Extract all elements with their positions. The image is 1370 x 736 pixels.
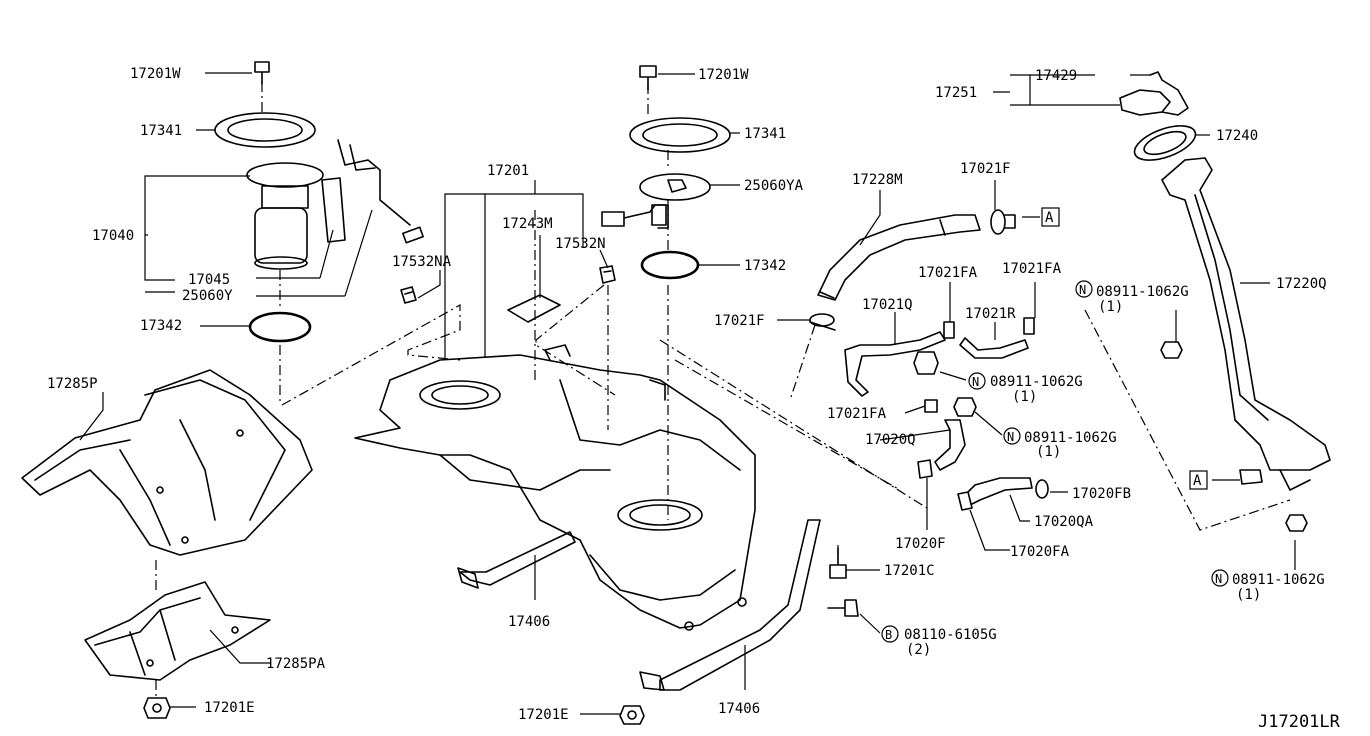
svg-text:N: N [972,375,979,389]
callout-17045: 17045 [188,272,230,288]
callout-08911-d: 08911-1062G [1232,572,1325,588]
callout-17021fa-a: 17021FA [918,265,978,281]
callout-08110: 08110-6105G [904,627,997,643]
callout-labels: 17201W 17341 17040 17045 25060Y 17342 17… [47,66,1327,723]
callout-17201: 17201 [487,163,529,179]
callout-17341-left: 17341 [140,123,182,139]
callout-17406-b: 17406 [718,701,760,717]
callout-08911-c-qty: (1) [1036,444,1061,460]
callout-08911-a: 08911-1062G [1096,284,1189,300]
callout-17020fb: 17020FB [1072,486,1131,502]
filler-hose-17228m-icon [817,214,981,301]
callout-17240: 17240 [1216,128,1258,144]
heat-shield-17285p-icon [21,369,313,556]
callout-17532n: 17532N [555,236,606,252]
sender-group [601,65,731,280]
callout-17020fa: 17020FA [1010,544,1070,560]
clip-17532na-icon [400,286,417,304]
callout-17342-center: 17342 [744,258,786,274]
label-sheet-17243m-icon [507,294,561,323]
callout-17243m: 17243M [502,216,553,232]
hose-17020qa-icon [964,477,1033,506]
circled-markers: N N N N B [881,280,1229,643]
callout-17021f-mid: 17021F [714,313,765,329]
svg-text:A: A [1193,473,1202,489]
callout-17021r: 17021R [965,306,1016,322]
callout-17021fa-b: 17021FA [1002,261,1062,277]
svg-text:A: A [1045,210,1054,226]
clamp-17020f-icon [917,459,933,479]
svg-text:N: N [1215,572,1222,586]
fuel-level-sender-25060ya-icon [601,173,711,229]
o-ring-17342-center-icon [640,250,700,280]
callout-17020q: 17020Q [865,432,916,448]
bolt-17201c-icon [829,547,847,579]
bolt-17201w-left-icon [254,61,270,85]
callout-17341-center: 17341 [744,126,786,142]
callout-17406-a: 17406 [508,614,550,630]
callout-17201e-bottom: 17201E [518,707,569,723]
callout-17020qa: 17020QA [1034,514,1094,530]
ref-marker-a-bottom: A [1189,470,1208,490]
clamp-17021f-top-icon [990,209,1016,235]
callout-17021fa-c: 17021FA [827,406,887,422]
callout-17429: 17429 [1035,68,1077,84]
callout-08911-c: 08911-1062G [1024,430,1117,446]
callout-08911-b-qty: (1) [1012,389,1037,405]
callout-17201c: 17201C [884,563,935,579]
nut-17201e-bottom-icon [619,705,645,725]
callout-17220q: 17220Q [1276,276,1327,292]
hose-17020q-icon [934,419,966,471]
heat-shield-17285pa-icon [84,581,271,681]
lock-ring-17341-center-icon [629,117,731,153]
callout-17285p: 17285P [47,376,98,392]
callout-08911-b: 08911-1062G [990,374,1083,390]
fuel-pump-group [214,61,424,343]
clip-17021fa-icon [924,317,1035,413]
ref-marker-a-top: A [1041,207,1060,227]
svg-text:B: B [885,628,892,642]
clamp-17020fa-icon [957,491,973,511]
leader-lines [79,72,1296,715]
assembly-dash-lines [155,82,1291,700]
filler-cap-17251-icon [1119,71,1189,116]
callout-17021q: 17021Q [862,297,913,313]
tank-strap-17406-right-icon [639,519,821,691]
callout-17228m: 17228M [852,172,903,188]
callout-17285pa: 17285PA [266,656,326,672]
callout-08110-qty: (2) [906,642,931,658]
callout-17201e-left: 17201E [204,700,255,716]
callout-17251: 17251 [935,85,977,101]
bolt-08110-icon [827,599,859,617]
diagram-id: J17201LR [1258,712,1341,732]
callout-17342-left: 17342 [140,318,182,334]
callout-17201w-left: 17201W [130,66,181,82]
svg-text:N: N [1079,283,1086,297]
tank-strap-17406-left-icon [457,531,576,589]
bolt-17201w-center-icon [639,65,657,91]
filler-tube-17220q-icon [1161,157,1331,491]
fuel-pump-module-icon [246,139,424,270]
callout-08911-a-qty: (1) [1098,299,1123,315]
svg-text:N: N [1007,430,1014,444]
callout-17020f: 17020F [895,536,946,552]
callout-17021f-top: 17021F [960,161,1011,177]
callout-17201w-center: 17201W [698,67,749,83]
callout-17532na: 17532NA [392,254,452,270]
nut-17201e-left-icon [143,697,171,719]
callout-17040: 17040 [92,228,134,244]
o-ring-17342-left-icon [248,311,312,343]
hose-17021r-icon [959,337,1029,359]
grommet-08911-icons [913,341,1308,532]
filler-gasket-17240-icon [1133,125,1197,161]
clip-17532n-icon [599,265,616,284]
fuel-tank-17201-icon [354,344,756,631]
lock-ring-17341-left-icon [214,112,316,148]
clamp-17020fb-icon [1035,479,1049,499]
callout-25060y: 25060Y [182,288,233,304]
callout-08911-d-qty: (1) [1236,587,1261,603]
callout-25060ya: 25060YA [744,178,804,194]
